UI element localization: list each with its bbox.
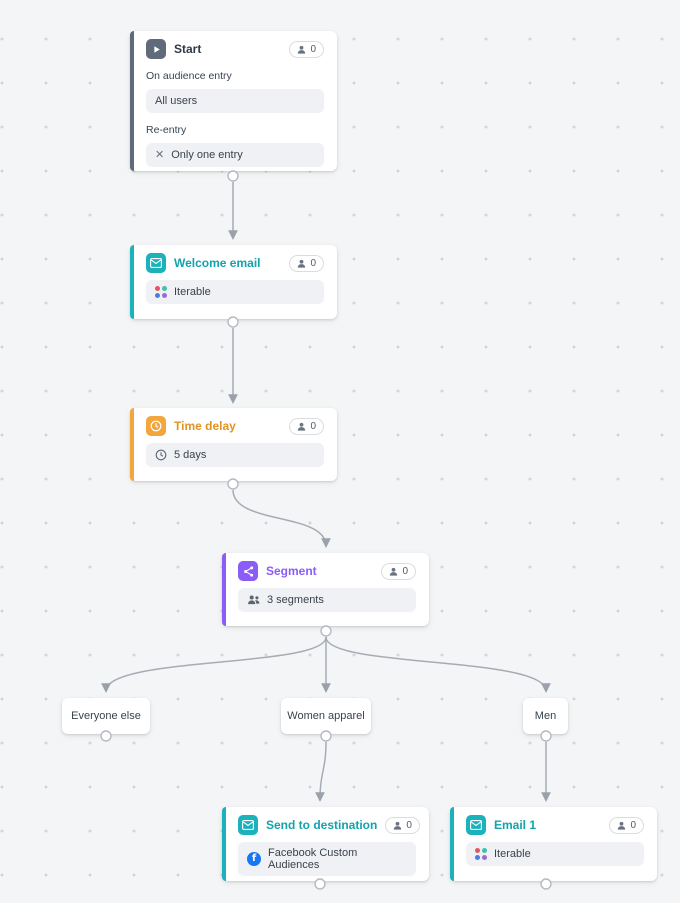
user-icon bbox=[298, 259, 306, 268]
start-user-count-badge: 0 bbox=[289, 40, 324, 58]
start-node[interactable]: Start 0 On audience entry All users Re-e… bbox=[130, 31, 337, 171]
send-to-destination-header: Send to destination 0 bbox=[222, 807, 429, 841]
email-1-body: Iterable bbox=[450, 841, 657, 876]
clock-icon bbox=[146, 416, 166, 436]
connector-segment-to-men bbox=[325, 636, 551, 693]
time-delay-body: 5 days bbox=[130, 442, 337, 477]
split-icon bbox=[238, 561, 258, 581]
welcome-email-title: Welcome email bbox=[174, 256, 261, 270]
branch-men[interactable]: Men bbox=[523, 698, 568, 734]
user-icon bbox=[390, 567, 398, 576]
play-icon bbox=[146, 39, 166, 59]
users-icon bbox=[248, 595, 260, 605]
send-to-destination-title: Send to destination bbox=[266, 818, 378, 832]
segment-count-box: 3 segments bbox=[238, 588, 416, 612]
time-delay-user-count-badge: 0 bbox=[289, 417, 324, 435]
start-badge-count: 0 bbox=[310, 43, 316, 55]
time-delay-accent-bar bbox=[130, 408, 134, 481]
time-delay-duration: 5 days bbox=[174, 449, 207, 461]
email-1-provider: Iterable bbox=[494, 848, 531, 860]
branch-label: Everyone else bbox=[71, 710, 141, 722]
connector-women-apparel-to-destination bbox=[315, 741, 327, 802]
iterable-logo-icon bbox=[475, 848, 487, 860]
connector-delay-to-segment bbox=[232, 489, 331, 548]
time-delay-duration-box: 5 days bbox=[146, 443, 324, 467]
start-node-title: Start bbox=[174, 42, 202, 56]
user-icon bbox=[618, 821, 626, 830]
entry-value-box: All users bbox=[146, 89, 324, 113]
segment-output-port[interactable] bbox=[320, 625, 332, 637]
send-to-destination-user-count-badge: 0 bbox=[385, 816, 420, 834]
branch-label: Women apparel bbox=[287, 710, 365, 722]
envelope-icon bbox=[466, 815, 486, 835]
segment-badge-count: 0 bbox=[402, 565, 408, 577]
reentry-value: Only one entry bbox=[171, 149, 243, 161]
welcome-email-badge-count: 0 bbox=[310, 257, 316, 269]
segment-user-count-badge: 0 bbox=[381, 562, 416, 580]
welcome-email-node[interactable]: Welcome email 0 Iterable bbox=[130, 245, 337, 319]
welcome-email-body: Iterable bbox=[130, 279, 337, 314]
segment-body: 3 segments bbox=[222, 587, 429, 622]
user-icon bbox=[298, 422, 306, 431]
welcome-email-provider: Iterable bbox=[174, 286, 211, 298]
branch-label: Men bbox=[534, 710, 557, 722]
time-delay-header: Time delay 0 bbox=[130, 408, 337, 442]
start-accent-bar bbox=[130, 31, 134, 171]
send-to-destination-badge-count: 0 bbox=[406, 819, 412, 831]
envelope-icon bbox=[146, 253, 166, 273]
welcome-email-provider-box: Iterable bbox=[146, 280, 324, 304]
email-1-title: Email 1 bbox=[494, 818, 537, 832]
send-to-destination-provider: Facebook Custom Audiences bbox=[268, 847, 358, 871]
envelope-icon bbox=[238, 815, 258, 835]
facebook-icon: f bbox=[247, 852, 261, 866]
time-delay-node[interactable]: Time delay 0 5 days bbox=[130, 408, 337, 481]
branch-women-apparel[interactable]: Women apparel bbox=[281, 698, 371, 734]
start-node-header: Start 0 bbox=[130, 31, 337, 65]
send-to-destination-provider-box: f Facebook Custom Audiences bbox=[238, 842, 416, 876]
welcome-email-user-count-badge: 0 bbox=[289, 254, 324, 272]
reentry-label: Re-entry bbox=[146, 124, 187, 136]
send-to-destination-node[interactable]: Send to destination 0 f Facebook Custom … bbox=[222, 807, 429, 881]
welcome-email-accent-bar bbox=[130, 245, 134, 319]
user-icon bbox=[394, 821, 402, 830]
email-1-node[interactable]: Email 1 0 Iterable bbox=[450, 807, 657, 881]
segment-count: 3 segments bbox=[267, 594, 324, 606]
email-1-user-count-badge: 0 bbox=[609, 816, 644, 834]
segment-accent-bar bbox=[222, 553, 226, 626]
email-1-badge-count: 0 bbox=[630, 819, 636, 831]
email-1-provider-box: Iterable bbox=[466, 842, 644, 866]
start-node-body: On audience entry All users Re-entry ✕ O… bbox=[130, 65, 337, 177]
clock-icon bbox=[155, 449, 167, 461]
branch-everyone-else[interactable]: Everyone else bbox=[62, 698, 150, 734]
segment-header: Segment 0 bbox=[222, 553, 429, 587]
send-to-destination-body: f Facebook Custom Audiences bbox=[222, 841, 429, 886]
send-to-destination-accent-bar bbox=[222, 807, 226, 881]
iterable-logo-icon bbox=[155, 286, 167, 298]
user-icon bbox=[298, 45, 306, 54]
email-1-accent-bar bbox=[450, 807, 454, 881]
entry-value: All users bbox=[155, 95, 198, 107]
time-delay-badge-count: 0 bbox=[310, 420, 316, 432]
segment-title: Segment bbox=[266, 564, 317, 578]
entry-label: On audience entry bbox=[146, 70, 232, 82]
time-delay-title: Time delay bbox=[174, 419, 236, 433]
x-icon: ✕ bbox=[155, 148, 165, 161]
connector-segment-to-everyone-else bbox=[101, 636, 327, 693]
reentry-value-box: ✕ Only one entry bbox=[146, 143, 324, 167]
email-1-header: Email 1 0 bbox=[450, 807, 657, 841]
segment-node[interactable]: Segment 0 3 segments bbox=[222, 553, 429, 626]
welcome-email-header: Welcome email 0 bbox=[130, 245, 337, 279]
